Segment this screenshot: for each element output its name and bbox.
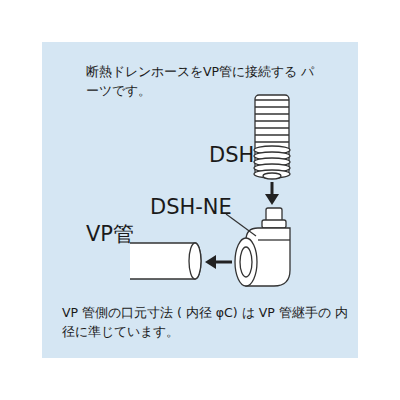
vp-pipe <box>130 243 201 279</box>
dimension-note: VP 管側の口元寸法 ( 内径 φC) は VP 管継手の 内径に準じています。 <box>62 303 352 341</box>
part-name: DSH <box>209 143 254 167</box>
down-arrow <box>265 182 279 205</box>
insulated-drain-hose <box>254 95 290 179</box>
part-name: DSH-NE <box>150 195 232 219</box>
elbow-fitting <box>235 208 290 286</box>
description-note: 断熱ドレンホースをVP管に接続する パーツです。 <box>86 62 326 100</box>
left-arrow <box>205 255 232 269</box>
part-name: VP管 <box>86 222 134 246</box>
